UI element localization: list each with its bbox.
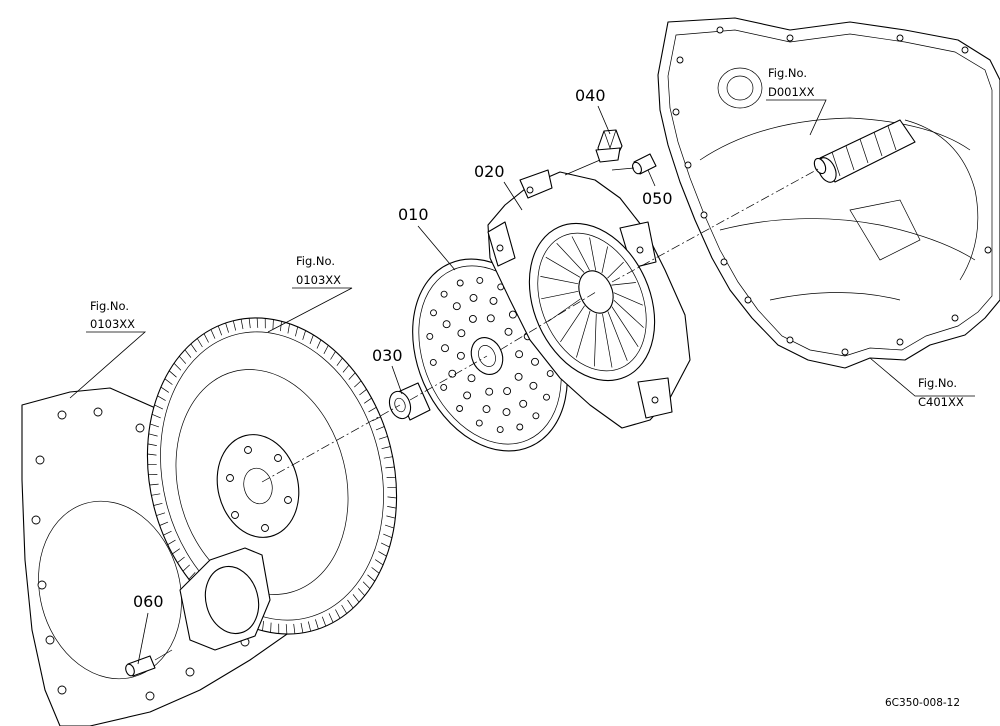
- transmission-housing: [657, 17, 1000, 369]
- part-callouts: 010 020 030 040 050 060: [133, 86, 673, 611]
- clutch-cover-020: [487, 169, 691, 429]
- flywheel: [146, 317, 398, 635]
- bolt-040: [595, 129, 623, 163]
- assembly-axis: [154, 159, 821, 661]
- flywheel-bolt-holes: [226, 446, 292, 532]
- callout-040: 040: [575, 86, 606, 105]
- drawing-code: 6C350-008-12: [885, 697, 960, 709]
- callout-060: 060: [133, 592, 164, 611]
- fig-ref-shaft-label: Fig.No.: [768, 66, 807, 80]
- figure-references: Fig.No. 0103XX Fig.No. 0103XX Fig.No. D0…: [90, 66, 964, 409]
- fig-ref-flywheel-label: Fig.No.: [296, 254, 335, 268]
- clutch-disc-holes: [426, 276, 554, 434]
- fig-ref-flywheel-number: 0103XX: [296, 273, 341, 287]
- callout-030: 030: [372, 346, 403, 365]
- callout-050: 050: [642, 189, 673, 208]
- fig-ref-plate-number: 0103XX: [90, 317, 135, 331]
- pilot-bearing-030: [388, 382, 431, 421]
- fig-ref-housing-label: Fig.No.: [918, 376, 957, 390]
- diaphragm-spring-fingers: [540, 236, 644, 368]
- fig-ref-shaft-number: D001XX: [768, 85, 815, 99]
- housing-bolt-holes: [672, 26, 992, 356]
- callout-020: 020: [474, 162, 505, 181]
- callout-010: 010: [398, 205, 429, 224]
- fig-ref-plate-label: Fig.No.: [90, 299, 129, 313]
- fig-ref-housing-number: C401XX: [918, 395, 964, 409]
- leader-lines: [69, 99, 975, 665]
- pin-050: [632, 153, 657, 175]
- pin-060: [125, 655, 156, 677]
